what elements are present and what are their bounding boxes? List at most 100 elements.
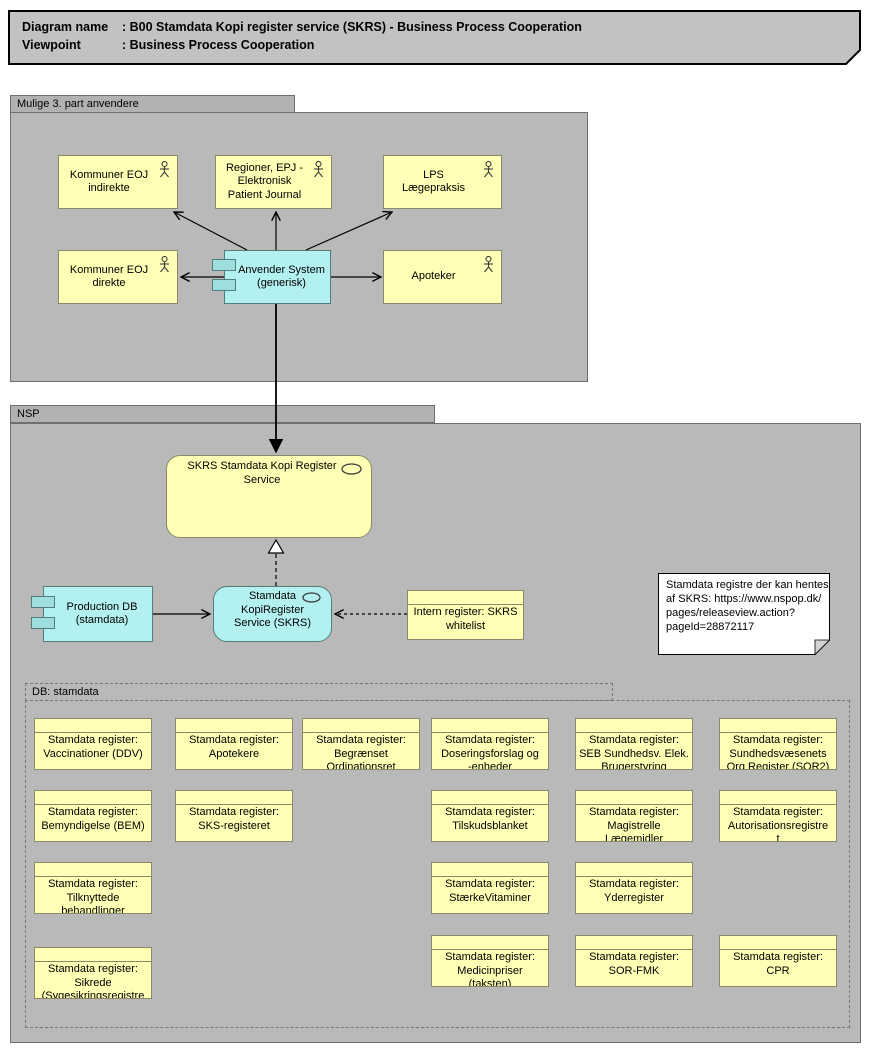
service-box-skrs-stamdata-kopi-register: SKRS Stamdata Kopi Register Service (166, 455, 372, 538)
title-line-1-value: : B00 Stamdata Kopi register service (SK… (122, 20, 582, 34)
data-object-band (720, 719, 836, 733)
note-text: Stamdata registre der kan hentes af SKRS… (666, 579, 829, 633)
actor-icon (313, 160, 324, 183)
data-object-band (576, 936, 692, 950)
register-box-17: Stamdata register: SOR-FMK (575, 935, 693, 987)
register-label: Stamdata register: SEB Sundhedsv. Elek. … (579, 734, 689, 770)
register-label: Stamdata register: Autorisationsregistre… (727, 806, 829, 842)
component-box-anvender-system: Anvender System (generisk) (224, 250, 331, 304)
actor-icon (483, 255, 494, 278)
data-object-band (35, 863, 151, 877)
group-db-body (25, 700, 850, 1028)
register-label: Stamdata register: Medicinpriser (takste… (445, 951, 535, 987)
component-label: Production DB (stamdata) (66, 600, 138, 627)
data-object-band (432, 791, 548, 805)
register-box-7: Stamdata register: Bemyndigelse (BEM) (34, 790, 152, 842)
group-nsp-label: NSP (17, 408, 40, 420)
component-box-production-db: Production DB (stamdata) (43, 586, 153, 642)
register-box-16: Stamdata register: Medicinpriser (takste… (431, 935, 549, 987)
group-third-party-label: Mulige 3. part anvendere (17, 98, 139, 110)
actor-box-kommuner-eoj-direkte: Kommuner EOJ direkte (58, 250, 178, 304)
group-third-party-tab: Mulige 3. part anvendere (10, 95, 295, 113)
register-box-9: Stamdata register: Tilskudsblanket (431, 790, 549, 842)
register-box-5: Stamdata register: SEB Sundhedsv. Elek. … (575, 718, 693, 770)
service-oval-icon (341, 463, 362, 480)
data-object-band (35, 948, 151, 962)
component-tab-icon (31, 596, 55, 608)
register-label: Stamdata register: Yderregister (589, 878, 679, 904)
register-box-2: Stamdata register: Apotekere (175, 718, 293, 770)
actor-label: Kommuner EOJ direkte (69, 263, 149, 290)
register-box-10: Stamdata register: Magistrelle Lægemidle… (575, 790, 693, 842)
title-line-2-value: : Business Process Cooperation (122, 38, 315, 52)
title-line-1-label: Diagram name (22, 20, 109, 34)
register-label: Stamdata register: Sundhedsvæsenets Org … (726, 734, 830, 770)
actor-label: LPS Lægepraksis (402, 168, 465, 195)
group-db-label: DB: stamdata (32, 686, 99, 698)
data-object-band (432, 936, 548, 950)
data-object-band (576, 863, 692, 877)
data-object-band (303, 719, 419, 733)
actor-label: Regioner, EPJ - Elektronisk Patient Jour… (225, 161, 304, 201)
component-tab-icon (212, 259, 236, 271)
register-box-12: Stamdata register: Tilknyttede behandlin… (34, 862, 152, 914)
register-box-11: Stamdata register: Autorisationsregistre… (719, 790, 837, 842)
register-box-6: Stamdata register: Sundhedsvæsenets Org … (719, 718, 837, 770)
register-box-18: Stamdata register: CPR (719, 935, 837, 987)
component-tab-icon (31, 617, 55, 629)
title-text: Diagram name : B00 Stamdata Kopi registe… (22, 18, 582, 54)
data-object-band (720, 791, 836, 805)
register-label: Stamdata register: StærkeVitaminer (445, 878, 535, 904)
data-object-band (35, 791, 151, 805)
actor-icon (159, 160, 170, 183)
register-box-14: Stamdata register: Yderregister (575, 862, 693, 914)
data-object-band (35, 719, 151, 733)
service-label: Stamdata KopiRegister Service (SKRS) (233, 590, 312, 629)
data-object-band (432, 863, 548, 877)
register-box-8: Stamdata register: SKS-registeret (175, 790, 293, 842)
title-block-shape (8, 10, 861, 65)
component-tab-icon (212, 279, 236, 291)
register-box-4: Stamdata register: Doseringsforslag og -… (431, 718, 549, 770)
title-line-2-label: Viewpoint (22, 38, 81, 52)
data-object-band (176, 791, 292, 805)
note-shape (658, 573, 830, 655)
service-oval-icon (302, 592, 321, 608)
actor-box-lps-laegepraksis: LPS Lægepraksis (383, 155, 502, 209)
register-label: Stamdata register: Tilskudsblanket (445, 806, 535, 832)
register-label: Stamdata register: Apotekere (189, 734, 279, 760)
data-object-band (432, 719, 548, 733)
actor-label: Apoteker (411, 270, 456, 283)
component-label: Anvender System (generisk) (238, 263, 325, 290)
title-line-2: Viewpoint : Business Process Cooperation (22, 36, 582, 54)
data-object-band (720, 936, 836, 950)
actor-box-regioner-epj: Regioner, EPJ - Elektronisk Patient Jour… (215, 155, 332, 209)
register-label: Stamdata register: Tilknyttede behandlin… (48, 878, 138, 914)
register-box-1: Stamdata register: Vaccinationer (DDV) (34, 718, 152, 770)
data-object-band (576, 719, 692, 733)
data-object-band (176, 719, 292, 733)
data-object-band (576, 791, 692, 805)
register-label: Stamdata register: CPR (733, 951, 823, 977)
register-label: Stamdata register: SOR-FMK (589, 951, 679, 977)
service-label: SKRS Stamdata Kopi Register Service (187, 460, 337, 486)
data-object-band (408, 591, 523, 605)
actor-box-apoteker: Apoteker (383, 250, 502, 304)
register-label: Stamdata register: Begrænset Ordinations… (316, 734, 406, 770)
title-line-1: Diagram name : B00 Stamdata Kopi registe… (22, 18, 582, 36)
register-label: Stamdata register: SKS-registeret (189, 806, 279, 832)
data-object-box-intern-register-whitelist: Intern register: SKRS whitelist (407, 590, 524, 640)
service-box-stamdata-kopiregister: Stamdata KopiRegister Service (SKRS) (213, 586, 332, 642)
title-block: Diagram name : B00 Stamdata Kopi registe… (8, 10, 861, 65)
actor-icon (483, 160, 494, 183)
group-nsp-tab: NSP (10, 405, 435, 423)
note-box: Stamdata registre der kan hentes af SKRS… (658, 573, 830, 655)
group-db-tab: DB: stamdata (25, 683, 613, 701)
actor-label: Kommuner EOJ indirekte (69, 168, 149, 195)
data-object-label: Intern register: SKRS whitelist (413, 606, 518, 632)
register-label: Stamdata register: Doseringsforslag og -… (441, 734, 539, 770)
register-label: Stamdata register: Bemyndigelse (BEM) (41, 806, 145, 832)
register-label: Stamdata register: Magistrelle Lægemidle… (589, 806, 679, 842)
register-box-15: Stamdata register: Sikrede (Sygesikrings… (34, 947, 152, 999)
